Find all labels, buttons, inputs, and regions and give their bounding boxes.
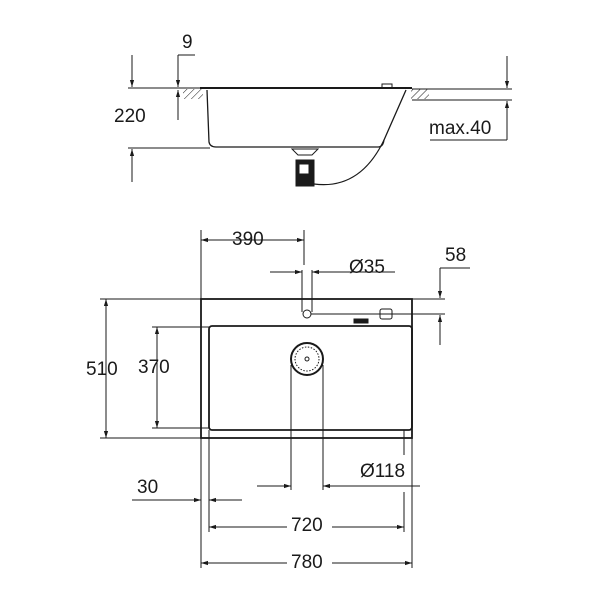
dim-bowl-depth: 370 [138, 357, 170, 378]
dim-worktop: max.40 [429, 118, 492, 139]
dim-total-depth: 510 [86, 359, 118, 380]
dim-rim: 9 [182, 32, 193, 53]
top-view [100, 230, 470, 568]
dim-tap-offset: 390 [232, 229, 264, 250]
dim-bowl-width: 720 [291, 515, 323, 536]
dim-edge: 30 [137, 477, 159, 498]
dim-drain: Ø118 [360, 461, 406, 482]
dim-tap-hole: Ø35 [349, 257, 385, 278]
dim-depth: 220 [114, 106, 146, 127]
dim-tap-from-edge: 58 [445, 245, 467, 266]
side-view [128, 54, 512, 187]
dim-total-width: 780 [291, 552, 323, 573]
